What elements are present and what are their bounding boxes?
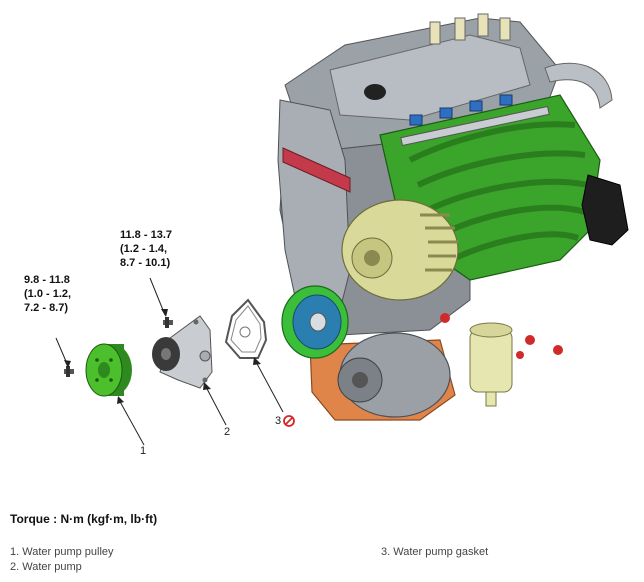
- torque-spec-pulley-bolt: 9.8 - 11.8 (1.0 - 1.2, 7.2 - 8.7): [24, 273, 71, 315]
- torque-line: (1.2 - 1.4,: [120, 243, 168, 255]
- callout-3: 3: [275, 415, 282, 427]
- leader-lines: [55, 277, 284, 446]
- injector-connectors: [409, 94, 513, 126]
- callout-1: 1: [140, 445, 147, 457]
- no-reuse-icon: [283, 415, 295, 427]
- oil-filler-cap: [364, 84, 386, 100]
- engine-exploded-diagram: [55, 13, 629, 446]
- fuel-rail: [400, 105, 550, 147]
- legend-item-1: 1. Water pump pulley: [10, 546, 114, 558]
- water-pump-gasket: [224, 298, 268, 359]
- crankshaft-pulley: [281, 285, 349, 359]
- engine-mount-bracket: [282, 147, 351, 193]
- oil-filter-housing: [469, 322, 513, 407]
- torque-line: 11.8 - 13.7: [120, 229, 172, 241]
- legend-item-2: 2. Water pump: [10, 561, 82, 573]
- torque-line: (1.0 - 1.2,: [24, 288, 72, 300]
- engine-assembly: [277, 13, 629, 421]
- alternator: [341, 199, 459, 301]
- throttle-body: [581, 174, 629, 246]
- torque-line: 8.7 - 10.1): [120, 257, 171, 269]
- air-hose: [544, 62, 613, 109]
- ac-compressor: [337, 332, 451, 418]
- torque-line: 7.2 - 8.7): [24, 302, 69, 314]
- callout-2: 2: [224, 426, 231, 438]
- pulley-bolt: [64, 366, 74, 377]
- water-pump-pulley: [85, 343, 132, 397]
- torque-units-heading: Torque : N·m (kgf·m, lb·ft): [10, 512, 158, 526]
- water-pump-bolt: [163, 317, 173, 328]
- ignition-coils: [429, 13, 511, 45]
- torque-line: 9.8 - 11.8: [24, 274, 70, 286]
- water-pump: [152, 315, 213, 389]
- torque-spec-pump-bolt: 11.8 - 13.7 (1.2 - 1.4, 8.7 - 10.1): [120, 228, 172, 270]
- legend-item-3: 3. Water pump gasket: [381, 546, 489, 558]
- red-fittings: [440, 313, 563, 359]
